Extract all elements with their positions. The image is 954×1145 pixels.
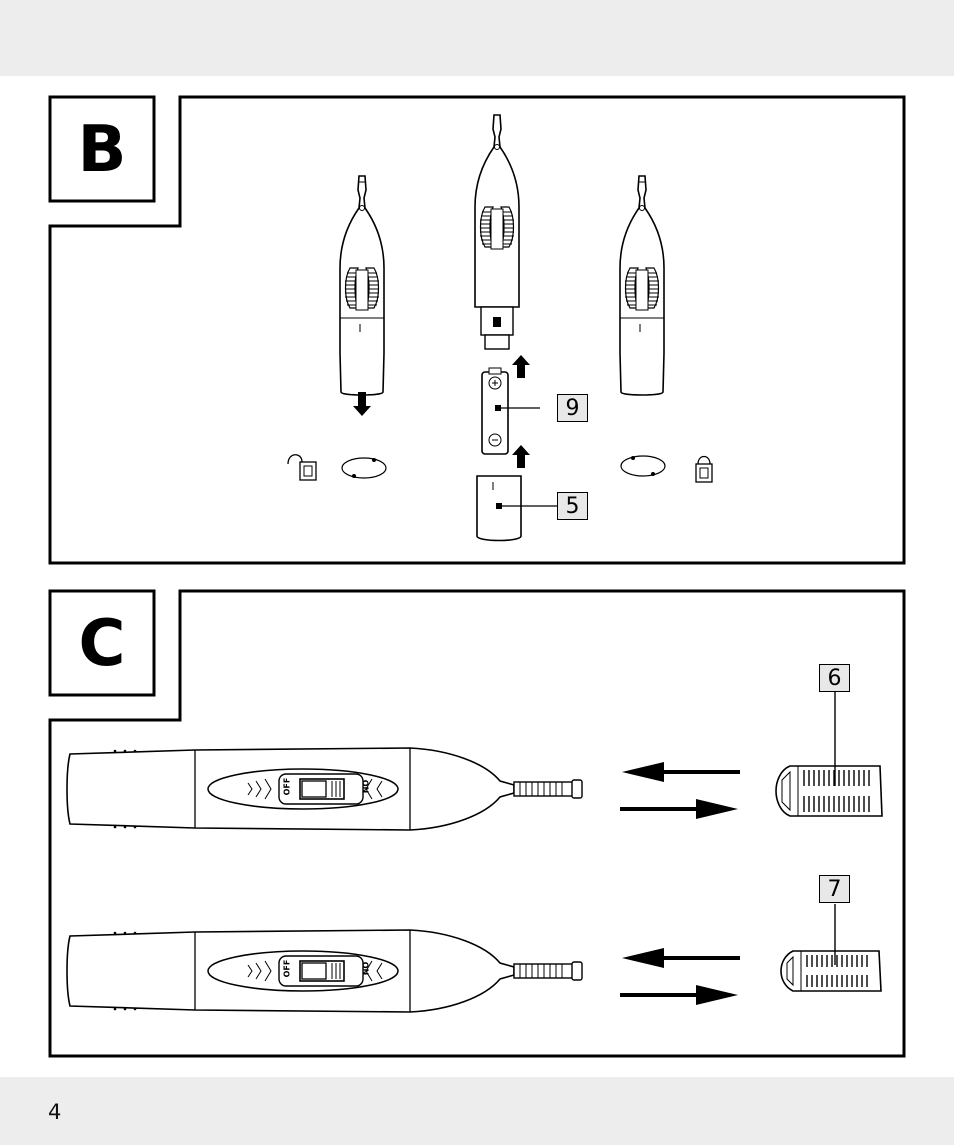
panel-c-letter: C <box>50 612 154 676</box>
callout-attachment-7: 7 <box>819 875 850 903</box>
switch-on-label: ON <box>360 780 369 794</box>
switch-off-label: OFF <box>282 960 291 978</box>
callout-battery: 9 <box>557 394 588 422</box>
callout-attachment-6: 6 <box>819 664 850 692</box>
callout-battery-cap: 5 <box>557 492 588 520</box>
switch-off-label: OFF <box>282 778 291 796</box>
panel-b-letter: B <box>50 118 154 182</box>
switch-on-label: ON <box>360 962 369 976</box>
